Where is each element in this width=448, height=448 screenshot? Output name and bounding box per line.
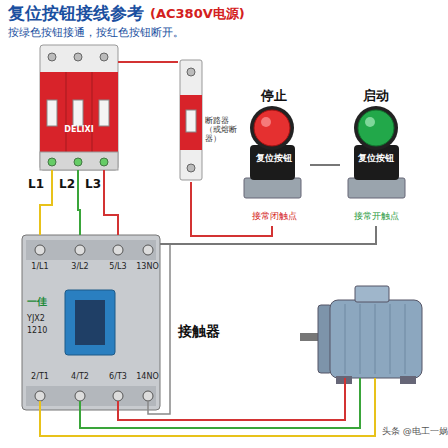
- art-shape: [65, 290, 115, 355]
- art-shape: [250, 106, 294, 150]
- terminal-label: 4/T2: [69, 372, 91, 381]
- art-shape: [100, 158, 108, 166]
- art-shape: [186, 110, 196, 132]
- wire: [104, 170, 118, 235]
- art-shape: [74, 158, 82, 166]
- art-shape: [330, 300, 422, 378]
- wire: [118, 61, 178, 63]
- brand-label: 一佳: [27, 296, 47, 308]
- stop-button: [244, 106, 301, 198]
- art-shape: [360, 304, 361, 374]
- contactor-body: [22, 235, 160, 410]
- instruction-note: 按绿色按钮接通，按红色按钮断开。: [8, 27, 184, 40]
- title: 复位按钮接线参考: [8, 4, 144, 24]
- art-shape: [40, 45, 118, 170]
- button-box: 启动复位按钮接常开触点: [340, 88, 412, 226]
- single-breaker: [180, 60, 202, 180]
- art-shape: [48, 158, 56, 166]
- art-shape: [75, 391, 85, 401]
- art-shape: [355, 286, 389, 302]
- phase-label: L3: [85, 178, 101, 192]
- three-pole-breaker: [40, 45, 118, 170]
- terminal-label: 3/L2: [69, 262, 91, 271]
- art-shape: [40, 152, 118, 170]
- art-shape: [75, 245, 85, 255]
- art-shape: [244, 178, 301, 198]
- breaker-box: DELIXI: [40, 45, 118, 170]
- art-shape: [113, 391, 123, 401]
- wire: [310, 164, 340, 166]
- art-shape: [187, 68, 195, 76]
- art-shape: [40, 378, 375, 436]
- art-shape: [180, 95, 202, 150]
- node-text: 停止: [238, 89, 310, 104]
- art-shape: [26, 386, 156, 406]
- terminal-label: 6/T3: [107, 372, 129, 381]
- terminal-label: 1/L1: [29, 262, 51, 271]
- art-shape: [261, 117, 271, 127]
- terminal-label: 13NO: [136, 262, 159, 271]
- art-shape: [345, 304, 346, 374]
- wire: [78, 170, 80, 235]
- voltage-note: (AC380V电源): [150, 7, 245, 22]
- terminal-label: 2/T1: [29, 372, 51, 381]
- art-shape: [92, 72, 93, 152]
- art-shape: [75, 300, 105, 345]
- model-label: 1210: [27, 326, 47, 335]
- node-text: 断路器（或熔断器）: [205, 116, 240, 144]
- art-shape: [390, 304, 391, 374]
- motor: [300, 286, 422, 384]
- art-shape: [100, 53, 108, 61]
- art-shape: [74, 53, 82, 61]
- art-shape: [348, 178, 405, 198]
- art-shape: [180, 60, 202, 180]
- motor-wires: [40, 244, 375, 436]
- phase-label: L2: [59, 178, 75, 192]
- art-shape: [375, 304, 376, 374]
- model-label: YJX2: [27, 314, 45, 323]
- art-shape: [365, 117, 375, 127]
- art-shape: [113, 245, 123, 255]
- terminal-label: 14NO: [136, 372, 159, 381]
- terminal-label: 5/L3: [107, 262, 129, 271]
- node-text: 接常闭触点: [238, 211, 310, 221]
- node-text: 接触器: [178, 323, 238, 339]
- node-text: 接常开触点: [340, 211, 412, 221]
- watermark: 头条 @电工一娲: [382, 426, 448, 436]
- art-shape: [187, 164, 195, 172]
- art-shape: [405, 304, 406, 374]
- art-shape: [22, 235, 160, 410]
- fuse-box: 断路器（或熔断器）: [178, 58, 240, 182]
- art-shape: [48, 53, 56, 61]
- art-shape: [40, 72, 118, 152]
- art-shape: [47, 100, 57, 126]
- start-button: [348, 106, 405, 198]
- node-text: 启动: [340, 89, 412, 104]
- art-shape: [66, 72, 67, 152]
- art-shape: [99, 100, 109, 126]
- node-text: DELIXI: [40, 125, 118, 134]
- phase-label: L1: [28, 178, 44, 192]
- wire: [160, 226, 376, 244]
- art-shape: [35, 391, 45, 401]
- button-box: 停止复位按钮接常闭触点: [238, 88, 310, 226]
- wire: [191, 182, 272, 236]
- art-shape: [26, 240, 156, 260]
- node-text: 复位按钮: [250, 153, 298, 163]
- art-shape: [400, 376, 416, 384]
- node-text: 复位按钮: [352, 153, 400, 163]
- art-shape: [358, 110, 394, 146]
- art-shape: [254, 110, 290, 146]
- art-shape: [80, 378, 360, 428]
- art-shape: [143, 245, 153, 255]
- art-shape: [35, 245, 45, 255]
- art-shape: [143, 391, 153, 401]
- art-shape: [73, 100, 83, 126]
- art-shape: [354, 106, 398, 150]
